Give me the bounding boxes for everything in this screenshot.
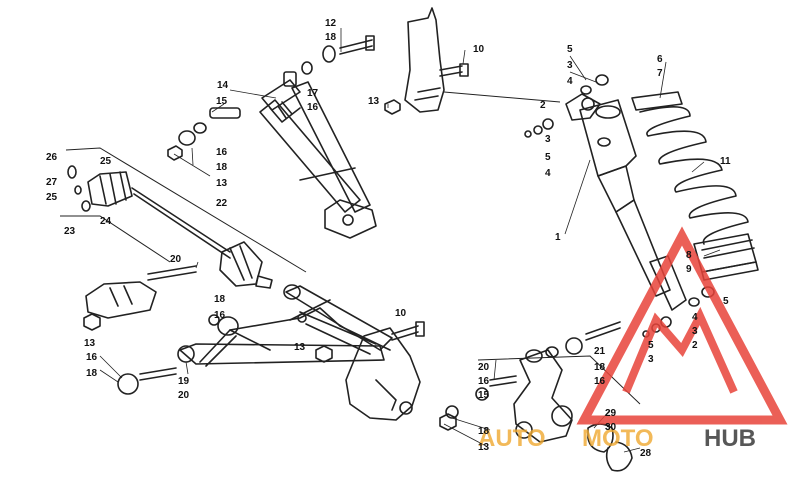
callout-10: 10 [395,308,407,319]
callout-5: 5 [648,340,654,351]
watermark [576,226,788,425]
callout-27: 27 [46,177,58,188]
callout-18: 18 [594,362,606,373]
callout-24: 24 [100,216,112,227]
callout-20: 20 [478,362,490,373]
lower-a-arm [177,284,421,421]
callout-3: 3 [545,134,551,145]
callout-16: 16 [216,147,228,158]
callout-2: 2 [540,100,546,111]
callout-17: 17 [307,88,319,99]
callout-18: 18 [325,32,337,43]
callout-18: 18 [214,294,226,305]
callout-25: 25 [46,192,58,203]
callout-16: 16 [214,310,226,321]
callout-20: 20 [170,254,182,265]
callout-13: 13 [368,96,380,107]
callout-1: 1 [555,232,561,243]
callout-11: 11 [720,156,731,167]
callout-13: 13 [216,178,228,189]
callout-23: 23 [64,226,76,237]
callout-2: 2 [692,340,698,351]
callout-12: 12 [325,18,337,29]
callout-4: 4 [692,312,698,323]
upper-a-arm [259,79,377,239]
callout-5: 5 [723,296,729,307]
watermark-hub: HUB [704,425,756,452]
callout-3: 3 [567,60,573,71]
callout-4: 4 [545,168,551,179]
callout-labels: 12 18 10 5 3 4 6 7 14 17 16 15 13 2 3 5 … [46,18,731,459]
callout-8: 8 [686,250,692,261]
shock-absorber [565,93,687,311]
callout-7: 7 [657,68,663,79]
callout-13: 13 [478,442,490,453]
callout-30: 30 [605,422,617,433]
callout-3: 3 [692,326,698,337]
callout-5: 5 [545,152,551,163]
watermark-auto: AUTO [478,425,546,452]
callout-13: 13 [294,342,306,353]
lower-bracket [83,265,425,395]
callout-18: 18 [216,162,228,173]
watermark-moto: MOTO [582,425,654,452]
callout-16: 16 [478,376,490,387]
callout-19: 19 [178,376,190,387]
callout-9: 9 [686,264,692,275]
callout-22: 22 [216,198,228,209]
leader-lines [99,28,721,453]
callout-3: 3 [648,354,654,365]
callout-15: 15 [478,390,490,401]
line-art [60,7,759,472]
watermark-triangle-icon [576,226,788,425]
upper-arm-hardware [167,35,375,161]
callout-16: 16 [86,352,98,363]
upper-bracket [384,7,561,115]
callout-14: 14 [217,80,229,91]
watermark-mountain-icon [622,306,738,394]
callout-29: 29 [605,408,617,419]
callout-13: 13 [84,338,96,349]
callout-5: 5 [567,44,573,55]
callout-16: 16 [594,376,606,387]
callout-18: 18 [478,426,490,437]
callout-26: 26 [46,152,58,163]
callout-10: 10 [473,44,485,55]
callout-28: 28 [640,448,652,459]
callout-6: 6 [657,54,663,65]
callout-4: 4 [567,76,573,87]
callout-20: 20 [178,390,190,401]
callout-18: 18 [86,368,98,379]
callout-16: 16 [307,102,319,113]
callout-25: 25 [100,156,112,167]
bell-crank [439,321,641,472]
callout-15: 15 [216,96,228,107]
cv-axle [60,147,307,289]
callout-21: 21 [594,346,606,357]
